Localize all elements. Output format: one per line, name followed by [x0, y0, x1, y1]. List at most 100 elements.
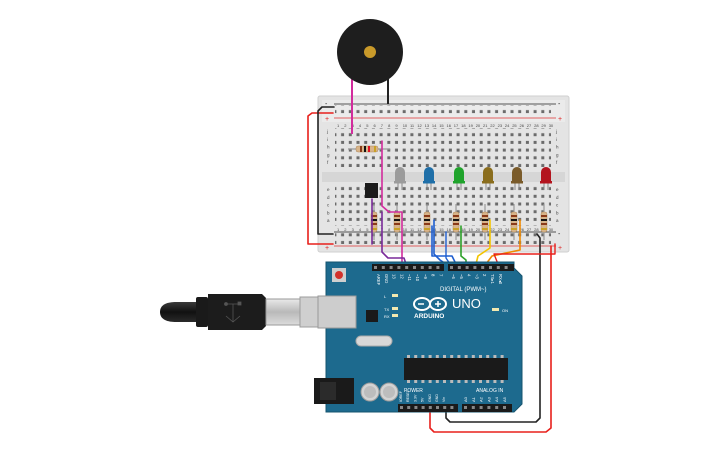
header-pin[interactable] [400, 406, 403, 409]
mcu-pin [428, 355, 432, 358]
wire-red-left-rail [307, 112, 334, 245]
header-pin[interactable] [420, 266, 424, 269]
mcu-pin [500, 380, 504, 383]
column-number-bottom: 26 [520, 227, 525, 232]
column-number: 16 [447, 123, 452, 128]
row-letter-left: a [327, 218, 330, 223]
column-number: 11 [410, 123, 415, 128]
power-label: POWER [404, 388, 423, 394]
analog-label: ANALOG IN [476, 388, 504, 394]
column-number-bottom: 19 [468, 227, 473, 232]
column-number: 17 [454, 123, 459, 128]
mcu-pin [464, 380, 468, 383]
power-header [398, 404, 458, 412]
header-pin[interactable] [495, 406, 499, 409]
digital-pin-label: ~9 [423, 274, 428, 279]
led-resistor [540, 204, 548, 240]
header-pin[interactable] [457, 266, 461, 269]
mcu-pin [493, 380, 497, 383]
header-pin[interactable] [436, 266, 440, 269]
row-letter-left: d [327, 195, 330, 200]
header-pin[interactable] [428, 406, 432, 409]
wire-orange [485, 219, 521, 265]
mcu-pin [443, 355, 446, 358]
mcu-pin [414, 380, 418, 383]
mcu-pin [471, 380, 475, 383]
column-number: 4 [359, 123, 362, 128]
wires [307, 106, 556, 433]
row-letter-right: h [556, 145, 559, 150]
header-pin[interactable] [428, 266, 432, 269]
row-letter-right: j [555, 129, 557, 134]
column-number-bottom: 3 [352, 227, 355, 232]
header-pin[interactable] [389, 266, 393, 269]
header-pin[interactable] [421, 406, 425, 409]
header-pin[interactable] [489, 266, 492, 269]
mcu-pin [407, 355, 410, 358]
column-number-bottom: 2 [344, 227, 347, 232]
usb-chip [366, 310, 378, 322]
column-number-bottom: 28 [534, 227, 539, 232]
column-number: 18 [461, 123, 466, 128]
led-gray [394, 167, 406, 190]
reset-button[interactable] [335, 271, 343, 279]
header-pin[interactable] [471, 406, 475, 409]
header-pin[interactable] [443, 406, 447, 409]
header-pin[interactable] [465, 266, 469, 269]
row-letter-right: a [556, 218, 559, 223]
header-pin[interactable] [473, 266, 477, 269]
header-pin[interactable] [414, 406, 418, 409]
header-pin[interactable] [504, 266, 508, 269]
header-pin[interactable] [503, 406, 506, 409]
mcu-pin [479, 355, 482, 358]
header-pin[interactable] [436, 406, 439, 409]
led-blue [423, 167, 435, 190]
column-number-bottom: 8 [388, 227, 391, 232]
mcu-pin [486, 355, 490, 358]
power-pin-label: 5V [421, 397, 425, 402]
digital-pin-label: 12 [399, 274, 404, 279]
column-number-bottom: 23 [498, 227, 503, 232]
row-letter-right: i [556, 137, 557, 142]
header-pin[interactable] [481, 266, 485, 269]
header-pin[interactable] [413, 266, 416, 269]
header-pin[interactable] [407, 406, 411, 409]
column-number-bottom: 16 [447, 227, 452, 232]
header-pin[interactable] [450, 266, 453, 269]
rail-minus-label-top: - [325, 101, 328, 108]
column-number-bottom: 1 [337, 227, 340, 232]
rail-minus-label-bottom-right: - [558, 231, 561, 238]
column-number: 22 [490, 123, 495, 128]
header-pin[interactable] [374, 266, 377, 269]
digital-pin-label: 2 [482, 274, 487, 277]
column-number: 29 [541, 123, 546, 128]
column-number: 5 [366, 123, 369, 128]
wire-red-5v [429, 245, 552, 433]
rail-minus-label-top-right: - [558, 101, 561, 108]
arduino-logo [413, 297, 447, 311]
power-pin-label: Vin [442, 397, 446, 402]
digital-pin-label: 8 [431, 274, 436, 277]
usb-cable [160, 294, 333, 330]
mcu-pin [435, 380, 439, 383]
header-pin[interactable] [405, 266, 409, 269]
mcu-pin [414, 355, 418, 358]
analog-pin-label: A1 [471, 396, 476, 402]
digital-pin-label: 13 [392, 274, 397, 279]
column-number: 15 [439, 123, 444, 128]
header-pin[interactable] [450, 406, 454, 409]
mcu-pin [493, 355, 497, 358]
digital-pin-label: TX▸1 [490, 274, 495, 284]
column-number: 14 [432, 123, 437, 128]
header-pin[interactable] [479, 406, 483, 409]
header-pin[interactable] [487, 406, 491, 409]
digital-pin-label: ~10 [415, 274, 420, 282]
led-resistor [423, 204, 431, 240]
header-pin[interactable] [381, 266, 385, 269]
wire-purple-gnd [381, 211, 407, 265]
header-pin[interactable] [397, 266, 401, 269]
row-letter-left: g [327, 152, 330, 157]
header-pin[interactable] [464, 406, 467, 409]
header-pin[interactable] [496, 266, 500, 269]
